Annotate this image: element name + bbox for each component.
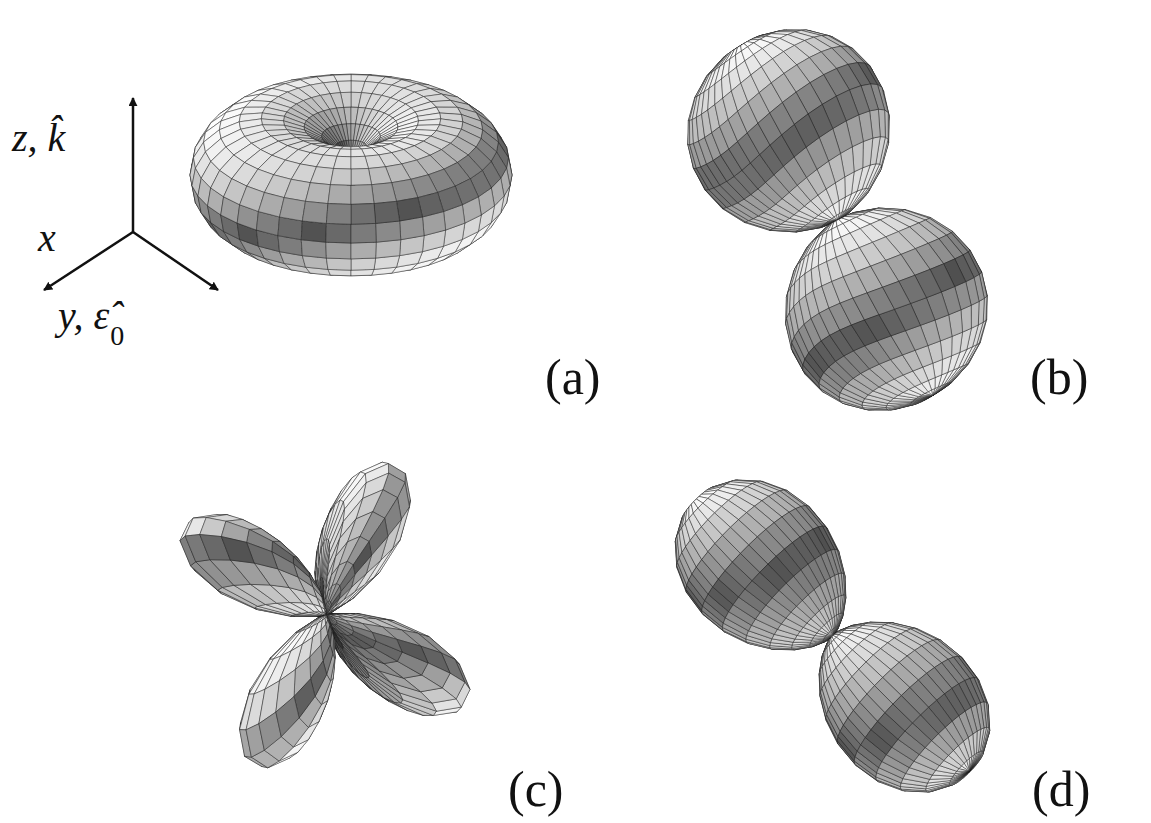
surface-facet bbox=[376, 221, 401, 242]
surface-facet bbox=[351, 242, 376, 259]
surface-facet bbox=[330, 168, 351, 185]
axes bbox=[44, 98, 218, 290]
x-axis bbox=[44, 232, 133, 290]
surface-plots bbox=[180, 30, 990, 792]
surface-facet bbox=[351, 168, 372, 185]
surface-facet bbox=[302, 201, 328, 223]
surface-facet bbox=[301, 221, 326, 242]
dipole-torus bbox=[190, 74, 512, 276]
surface-facet bbox=[301, 240, 326, 258]
surface-facet bbox=[374, 201, 400, 223]
surface-facet bbox=[326, 258, 351, 270]
y-axis bbox=[133, 232, 218, 290]
surface-facet bbox=[397, 198, 423, 221]
surface-facet bbox=[326, 242, 351, 259]
surface-facet bbox=[376, 240, 401, 258]
surface-facet bbox=[971, 301, 979, 328]
surface-facet bbox=[328, 185, 351, 205]
surface-facet bbox=[279, 198, 305, 221]
surface-facet bbox=[351, 258, 376, 270]
surface-facet bbox=[351, 223, 376, 243]
surface-facet bbox=[326, 223, 351, 243]
surface-facet bbox=[351, 185, 374, 205]
surface-facet bbox=[351, 269, 374, 275]
surface-facet bbox=[328, 269, 351, 275]
two-lobe-plot-b bbox=[688, 30, 987, 410]
surface-facet bbox=[351, 204, 376, 225]
surface-facet bbox=[326, 204, 351, 225]
